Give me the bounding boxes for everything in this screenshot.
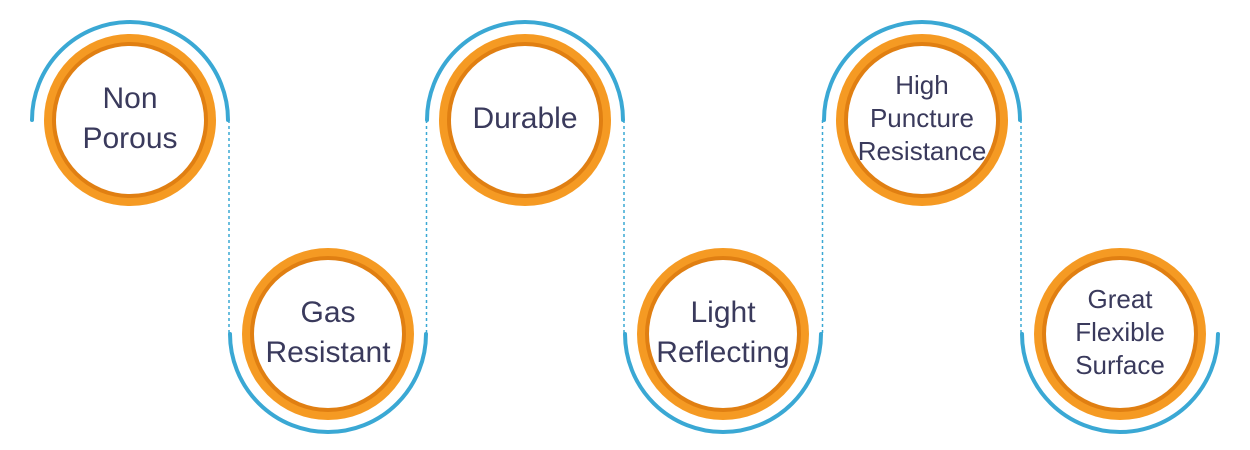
node-label-line: High bbox=[895, 70, 948, 100]
node-label-line: Great bbox=[1087, 284, 1153, 314]
arc-high-puncture-resistance bbox=[822, 20, 1022, 122]
inner-circle bbox=[1046, 260, 1194, 408]
node-label-line: Flexible bbox=[1075, 317, 1165, 347]
arc-gas-resistant bbox=[228, 332, 428, 434]
inner-circle bbox=[56, 46, 204, 194]
inner-circle bbox=[649, 260, 797, 408]
node-label-line: Surface bbox=[1075, 350, 1165, 380]
arc-non-porous bbox=[30, 20, 230, 122]
node-label-line: Puncture bbox=[870, 103, 974, 133]
arc-great-flexible-surface bbox=[1020, 332, 1220, 434]
arc-durable bbox=[425, 20, 625, 122]
arc-paths bbox=[30, 20, 1220, 434]
inner-circle bbox=[451, 46, 599, 194]
node-label-line: Non bbox=[102, 82, 157, 115]
node-label-line: Resistant bbox=[265, 336, 391, 369]
node-label-line: Durable bbox=[472, 102, 577, 135]
node-durable: Durable bbox=[439, 34, 611, 206]
arc-light-reflecting bbox=[623, 332, 823, 434]
node-label-line: Resistance bbox=[858, 136, 987, 166]
node-label-line: Light bbox=[690, 296, 756, 329]
node-label-line: Gas bbox=[300, 296, 355, 329]
inner-circle bbox=[254, 260, 402, 408]
node-label-line: Reflecting bbox=[656, 336, 789, 369]
node-label-line: Porous bbox=[82, 122, 177, 155]
inner-circle bbox=[848, 46, 996, 194]
